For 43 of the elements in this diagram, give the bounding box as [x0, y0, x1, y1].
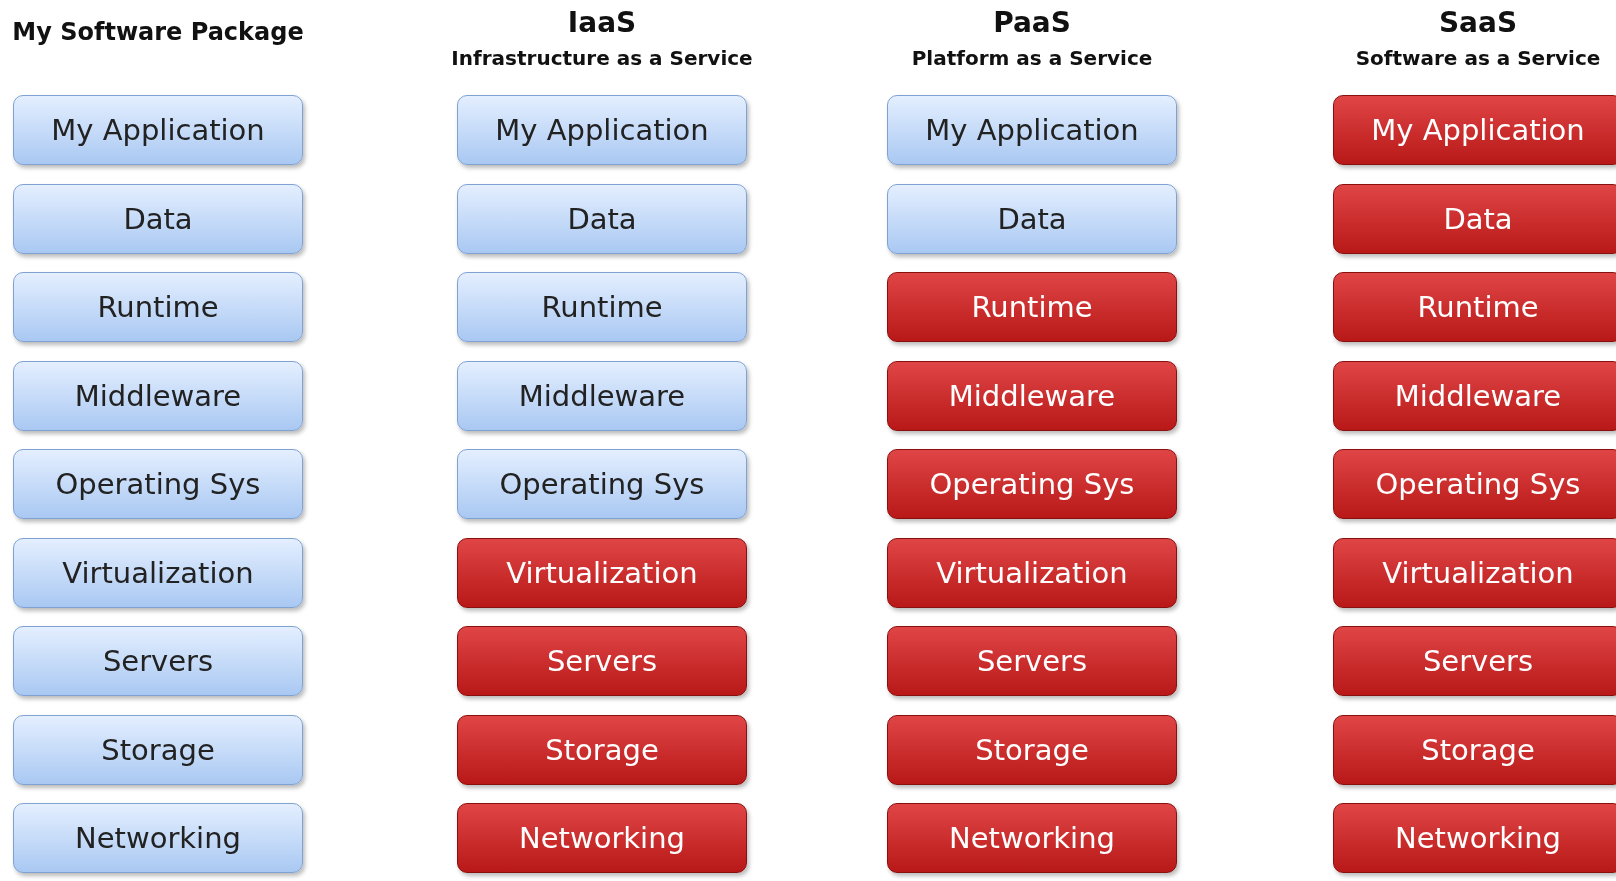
layer-box: Middleware — [13, 360, 303, 431]
layer-box: Middleware — [457, 360, 747, 431]
layer-box: Virtualization — [13, 537, 303, 608]
layer-box: Networking — [457, 803, 747, 873]
layer-box: Storage — [13, 714, 303, 785]
column-heading: IaaS — [567, 6, 637, 39]
layer-box: Operating Sys — [457, 449, 747, 519]
layer-box: Operating Sys — [887, 449, 1177, 519]
layer-box: Runtime — [1333, 272, 1616, 342]
column-subheading: Software as a Service — [1355, 46, 1601, 70]
layer-box: Middleware — [1333, 360, 1616, 431]
layer-box: Networking — [1333, 803, 1616, 873]
layer-box: Data — [1333, 183, 1616, 254]
layer-box: Storage — [457, 714, 747, 785]
layer-box: Storage — [887, 714, 1177, 785]
layer-box: Virtualization — [457, 537, 747, 608]
column-subheading: Platform as a Service — [911, 46, 1153, 70]
column-heading: My Software Package — [12, 18, 304, 46]
layer-box: Operating Sys — [13, 449, 303, 519]
layer-box: My Application — [1333, 95, 1616, 165]
layer-box: Networking — [13, 803, 303, 873]
layer-box: Data — [13, 183, 303, 254]
layer-box: Networking — [887, 803, 1177, 873]
layer-box: Servers — [1333, 626, 1616, 696]
layer-box: Runtime — [887, 272, 1177, 342]
layer-box: Virtualization — [1333, 537, 1616, 608]
column-heading: PaaS — [993, 6, 1071, 39]
layer-box: Data — [457, 183, 747, 254]
layer-box: My Application — [13, 95, 303, 165]
layer-box: Servers — [13, 626, 303, 696]
layer-box: My Application — [887, 95, 1177, 165]
layer-box: Virtualization — [887, 537, 1177, 608]
layer-box: Servers — [457, 626, 747, 696]
layer-box: Runtime — [457, 272, 747, 342]
layer-box: My Application — [457, 95, 747, 165]
layer-box: Runtime — [13, 272, 303, 342]
layer-box: Servers — [887, 626, 1177, 696]
column-subheading: Infrastructure as a Service — [451, 46, 753, 70]
layer-box: Storage — [1333, 714, 1616, 785]
column-heading: SaaS — [1438, 6, 1518, 39]
layer-box: Data — [887, 183, 1177, 254]
layer-box: Operating Sys — [1333, 449, 1616, 519]
layer-box: Middleware — [887, 360, 1177, 431]
